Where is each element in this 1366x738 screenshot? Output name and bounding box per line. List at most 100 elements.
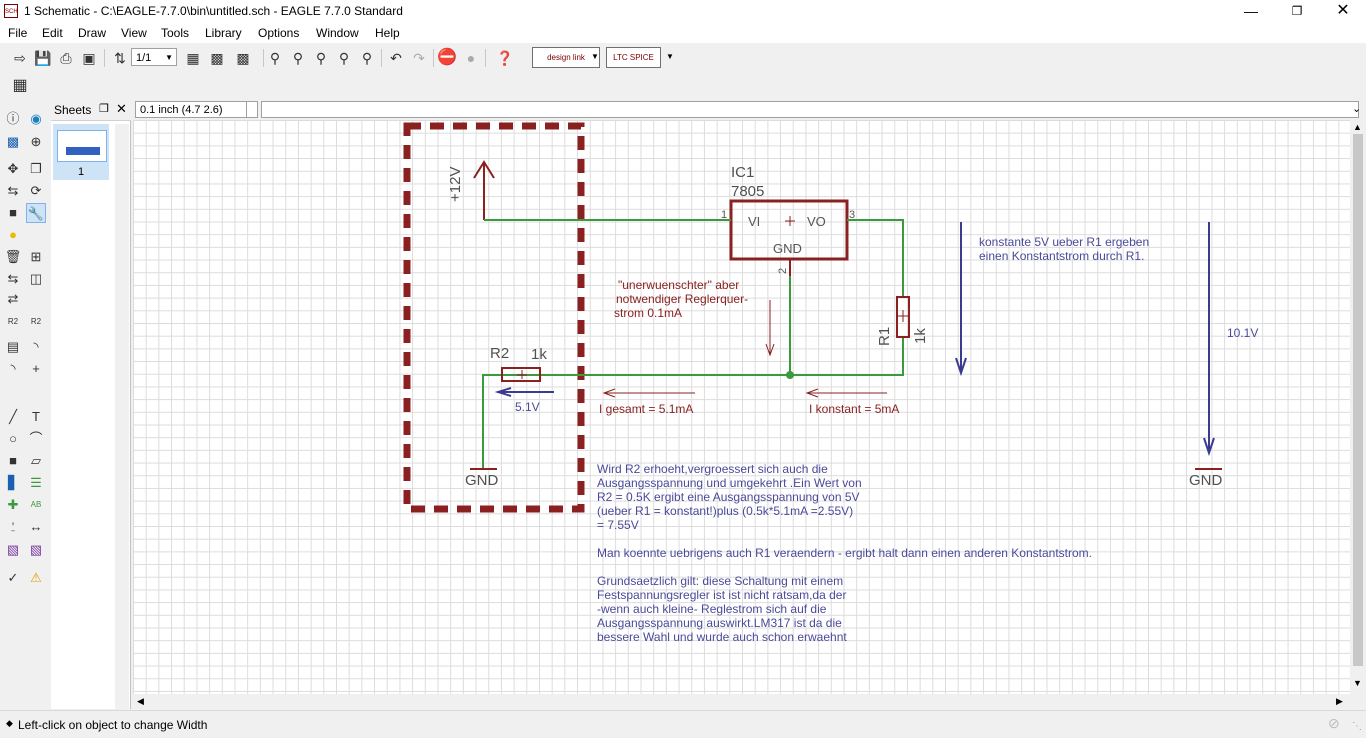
go-icon[interactable]: ● <box>466 50 476 66</box>
ic1-pin-gnd: GND <box>773 241 802 256</box>
scroll-left-icon[interactable]: ◀ <box>137 696 144 706</box>
menu-file[interactable]: File <box>8 26 28 40</box>
zoom-select-icon[interactable]: ⚲ <box>361 50 373 66</box>
note-i-gesamt: I gesamt = 5.1mA <box>599 402 694 416</box>
menu-view[interactable]: View <box>121 26 147 40</box>
gnd-right-label: GND <box>1189 472 1223 489</box>
erc-icon[interactable]: ✓ <box>7 570 19 585</box>
current-arrow-total-head <box>602 388 616 398</box>
value-icon[interactable]: R2 <box>30 317 42 326</box>
resize-grip-icon: ⋱ <box>1352 721 1362 732</box>
script-icon[interactable]: ▩ <box>210 50 224 66</box>
save-icon[interactable]: 💾 <box>34 50 52 66</box>
scroll-up-icon[interactable]: ▲ <box>1353 122 1362 132</box>
menu-draw[interactable]: Draw <box>78 26 107 40</box>
minimize-icon[interactable]: — <box>1244 3 1258 19</box>
grid-icon[interactable]: ▦ <box>12 77 28 94</box>
rotate-icon[interactable]: ⟳ <box>30 183 42 198</box>
junction-icon[interactable]: ✚ <box>7 497 19 512</box>
arc-icon[interactable]: ⌒ <box>29 431 43 446</box>
wire-icon[interactable]: ╱ <box>9 409 17 424</box>
stop-icon[interactable]: ⛔ <box>437 49 457 66</box>
schematic-canvas[interactable]: +12V IC1 7805 VI VO GND 1 3 2 R1 1k R2 1… <box>133 120 1350 694</box>
zoom-select[interactable]: 1/1 ▼ <box>131 48 177 66</box>
designlink-button[interactable]: design link <box>532 47 600 68</box>
stop-command-icon[interactable]: ⊘ <box>1328 715 1340 731</box>
command-input[interactable] <box>261 101 1359 118</box>
warning-icon[interactable]: ⚠ <box>30 570 42 585</box>
pinswap-icon[interactable]: ⇄ <box>7 291 19 306</box>
zoom-out-icon[interactable]: ⚲ <box>315 50 327 66</box>
chevron-down-icon[interactable]: ▼ <box>591 52 599 61</box>
chevron-down-icon[interactable]: ▼ <box>666 52 674 61</box>
polygon-icon[interactable]: ▱ <box>31 453 41 468</box>
horizontal-scrollbar[interactable]: ◀ ▶ <box>133 694 1350 709</box>
supply-label: +12V <box>447 166 464 202</box>
net-icon[interactable]: ☰ <box>30 475 42 490</box>
redo-icon[interactable]: ↷ <box>413 50 425 66</box>
sheets-title: Sheets <box>54 103 92 117</box>
coordinate-toggle[interactable] <box>246 101 258 118</box>
sheet-thumbnail[interactable]: 1 <box>53 124 109 180</box>
vertical-scroll-thumb[interactable] <box>1353 134 1363 666</box>
restore-icon[interactable]: ❐ <box>1291 4 1303 18</box>
show-icon[interactable]: ◉ <box>30 111 42 126</box>
zoom-in-icon[interactable]: ⚲ <box>292 50 304 66</box>
move-icon[interactable]: ✥ <box>7 161 19 176</box>
ltspice-button[interactable]: LTC SPICE <box>606 47 661 68</box>
vertical-scrollbar[interactable]: ▲ ▼ <box>1350 120 1366 694</box>
delete-icon[interactable]: 🗑 <box>4 249 22 264</box>
menu-help[interactable]: Help <box>375 26 400 40</box>
mirror-icon[interactable]: ⇆ <box>7 183 19 198</box>
replace-icon[interactable]: ⇆ <box>7 271 19 286</box>
circle-icon[interactable]: ○ <box>9 431 17 446</box>
label-icon[interactable]: AB <box>30 500 42 509</box>
toolbar-separator <box>485 49 486 67</box>
undo-icon[interactable]: ↶ <box>390 50 402 66</box>
toolbar-separator <box>433 49 434 67</box>
info-icon[interactable]: ⓘ <box>6 111 20 126</box>
attribute-icon[interactable]: ⍘ <box>9 519 17 534</box>
ic1-pin-vo: VO <box>807 214 826 229</box>
ulp-icon[interactable]: ▩ <box>236 50 250 66</box>
dimension-icon[interactable]: ↔ <box>29 519 43 534</box>
cam-processor-icon[interactable]: ▣ <box>82 50 96 66</box>
undock-icon[interactable]: ❐ <box>99 103 109 115</box>
miter-icon[interactable]: ◝ <box>33 339 39 354</box>
split-icon[interactable]: ◝ <box>10 361 16 376</box>
text-icon[interactable]: T <box>32 409 40 424</box>
display-layers-icon[interactable]: ▩ <box>6 134 20 149</box>
print-icon[interactable]: ⎙ <box>60 50 72 66</box>
module-icon[interactable]: ▧ <box>29 542 43 557</box>
close-icon[interactable]: ✕ <box>116 101 127 116</box>
sheet-switch-icon[interactable]: ⇅ <box>114 50 126 66</box>
scroll-right-icon[interactable]: ▶ <box>1336 696 1343 706</box>
scroll-down-icon[interactable]: ▼ <box>1353 678 1362 688</box>
mark-icon[interactable]: ⊕ <box>30 134 42 149</box>
group-icon[interactable]: ■ <box>9 205 17 220</box>
chevron-down-icon[interactable]: ⌄ <box>1352 103 1362 115</box>
sheets-scrollbar[interactable] <box>115 124 129 709</box>
close-icon[interactable]: ✕ <box>1336 2 1350 19</box>
copy-icon[interactable]: ❐ <box>30 161 42 176</box>
name-icon[interactable]: R2 <box>7 317 19 326</box>
zoom-redraw-icon[interactable]: ⚲ <box>338 50 350 66</box>
add-icon[interactable]: ⊞ <box>30 249 42 264</box>
zoom-fit-icon[interactable]: ⚲ <box>269 50 281 66</box>
help-icon[interactable]: ❓ <box>496 50 514 66</box>
open-icon[interactable]: ⇨ <box>14 50 26 66</box>
menu-tools[interactable]: Tools <box>161 26 190 40</box>
menu-library[interactable]: Library <box>205 26 242 40</box>
smash-icon[interactable]: ▤ <box>6 339 20 354</box>
invoke-icon[interactable]: + <box>32 361 40 376</box>
menu-window[interactable]: Window <box>316 26 359 40</box>
paste-icon[interactable]: ● <box>9 227 17 242</box>
board-icon[interactable]: ▦ <box>186 50 200 66</box>
bus-icon[interactable]: ▋ <box>8 475 18 490</box>
change-icon[interactable]: 🔧 <box>26 203 46 223</box>
gateswap-icon[interactable]: ◫ <box>29 271 43 286</box>
menu-options[interactable]: Options <box>258 26 300 40</box>
menu-edit[interactable]: Edit <box>42 26 63 40</box>
frame-icon[interactable]: ▧ <box>6 542 20 557</box>
rect-icon[interactable]: ■ <box>9 453 17 468</box>
